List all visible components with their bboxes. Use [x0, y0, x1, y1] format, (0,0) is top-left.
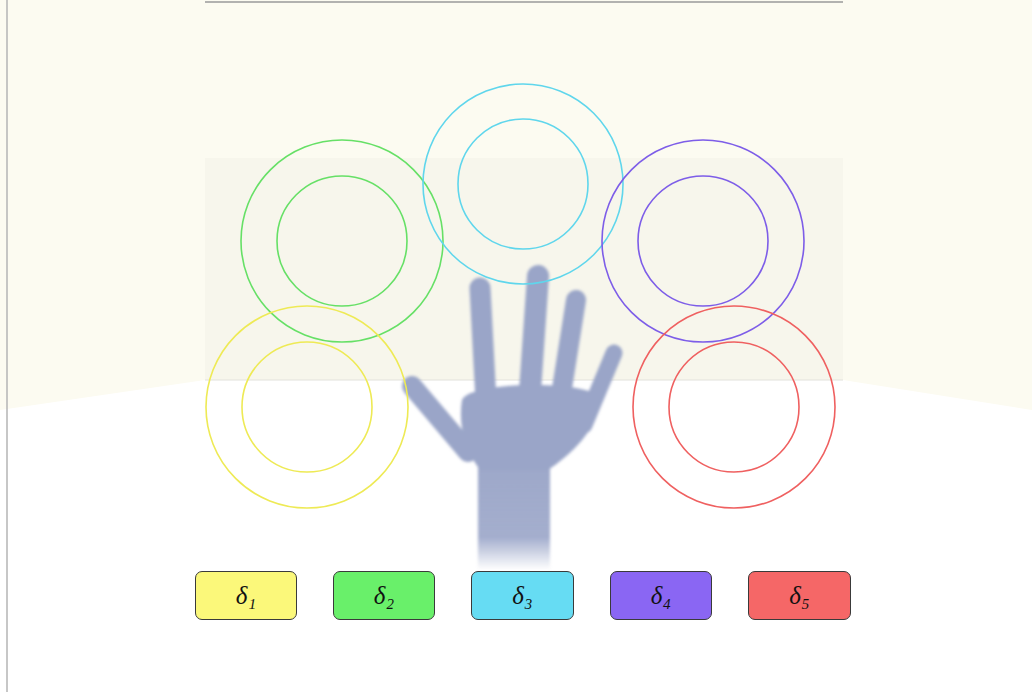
little-finger [584, 353, 614, 425]
target-outer [633, 306, 835, 508]
delta-label: δ₂ [374, 583, 394, 608]
thumb [412, 386, 468, 452]
delta-label: δ₃ [512, 583, 532, 608]
target-inner [638, 176, 768, 306]
hand [412, 276, 614, 570]
left-edge [6, 0, 8, 692]
delta-box: δ₃ [471, 571, 574, 620]
delta-label: δ₁ [236, 583, 256, 608]
delta-box: δ₂ [333, 571, 435, 620]
target-outer [423, 84, 623, 284]
middle-finger [528, 276, 538, 420]
delta-box: δ₅ [748, 571, 851, 620]
delta-label: δ₅ [789, 583, 809, 608]
top-edge [205, 1, 843, 3]
target-inner [277, 176, 407, 306]
targets [206, 84, 835, 508]
target-inner [242, 342, 372, 472]
ring-finger [557, 300, 576, 420]
delta-box: δ₁ [195, 571, 297, 620]
delta-label: δ₄ [651, 583, 671, 608]
wall [0, 0, 1032, 410]
target-inner [669, 342, 799, 472]
target-inner [458, 119, 588, 249]
delta-box: δ₄ [610, 571, 712, 620]
index-finger [480, 288, 487, 420]
target-outer [206, 306, 408, 508]
